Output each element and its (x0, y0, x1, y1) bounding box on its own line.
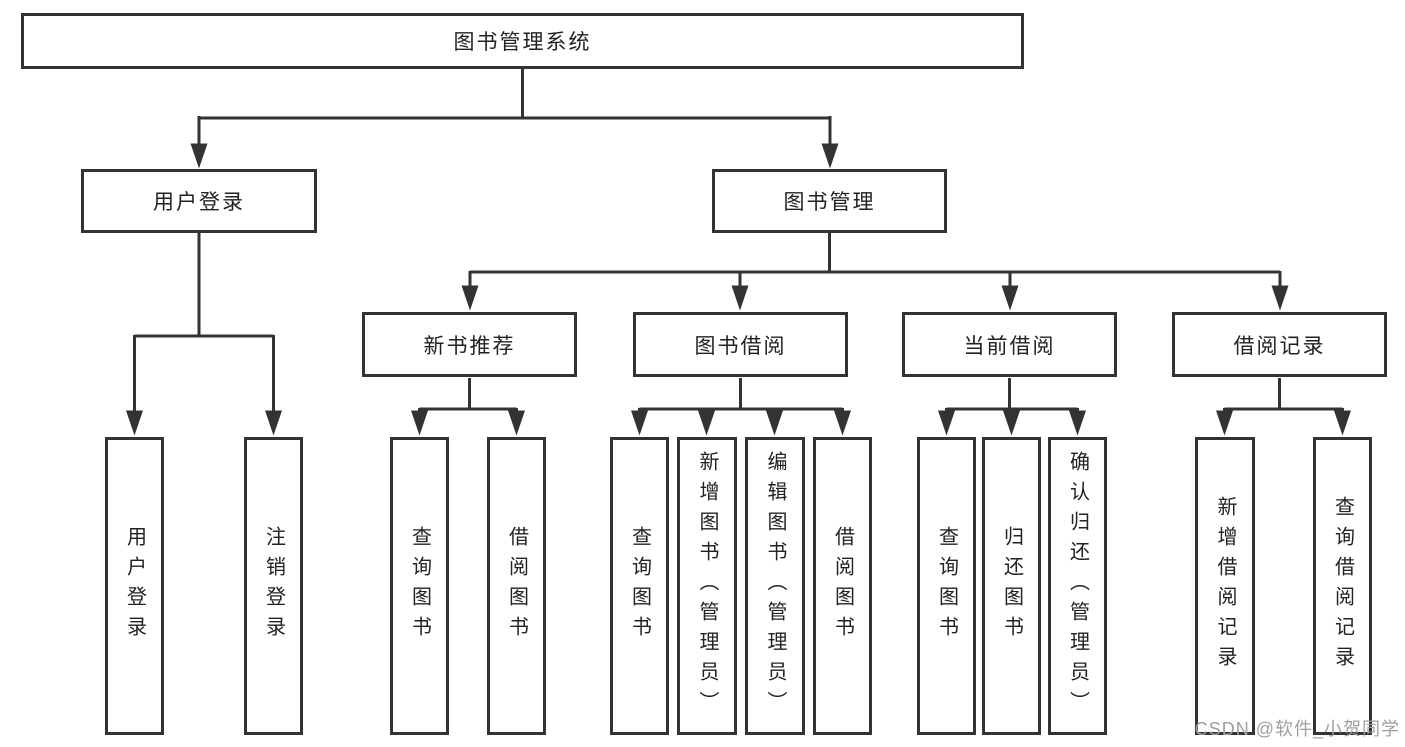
node-current-confirm-return: 确认归还（管理员） (1048, 437, 1107, 735)
node-current-borrow: 当前借阅 (902, 312, 1117, 377)
node-book-management-system: 图书管理系统 (21, 13, 1024, 69)
node-label: 用户登录 (153, 191, 245, 214)
node-label: 新增借阅记录 (1214, 496, 1236, 676)
node-label: 图书借阅 (694, 334, 787, 358)
node-label: 图书管理系统 (453, 31, 592, 54)
node-borrow-records: 借阅记录 (1172, 312, 1387, 377)
node-recommend-borrow-books: 借阅图书 (487, 437, 546, 735)
node-label: 注销登录 (262, 526, 285, 646)
node-label: 编辑图书（管理员） (764, 451, 786, 721)
node-user-login: 用户登录 (81, 169, 317, 233)
node-label: 查询图书 (935, 526, 958, 646)
node-label: 图书管理 (783, 191, 876, 214)
node-label: 归还图书 (1000, 526, 1023, 646)
node-label: 借阅图书 (831, 526, 854, 646)
node-records-query-record: 查询借阅记录 (1313, 437, 1372, 735)
watermark: CSDN @软件_小贺同学 (1194, 719, 1400, 739)
node-label: 新增图书（管理员） (696, 451, 718, 721)
node-book-management: 图书管理 (712, 169, 947, 233)
node-label: 查询借阅记录 (1331, 496, 1354, 676)
node-new-book-recommend: 新书推荐 (362, 312, 577, 377)
node-records-add-record: 新增借阅记录 (1195, 437, 1255, 735)
node-current-return-books: 归还图书 (982, 437, 1041, 735)
node-borrow-edit-books: 编辑图书（管理员） (745, 437, 805, 735)
node-label: 借阅图书 (505, 526, 528, 646)
node-label: 用户登录 (123, 526, 146, 646)
node-logout-login: 注销登录 (244, 437, 303, 735)
node-label: 当前借阅 (963, 334, 1056, 358)
node-borrow-borrow-books: 借阅图书 (813, 437, 872, 735)
node-book-borrow: 图书借阅 (633, 312, 848, 377)
node-label: 借阅记录 (1233, 334, 1326, 358)
node-label: 查询图书 (628, 526, 651, 646)
node-current-query-books: 查询图书 (917, 437, 976, 735)
node-borrow-query-books: 查询图书 (610, 437, 669, 735)
node-user-login-leaf: 用户登录 (105, 437, 164, 735)
node-label: 新书推荐 (423, 334, 516, 358)
node-label: 确认归还（管理员） (1066, 451, 1089, 721)
node-label: 查询图书 (408, 526, 431, 646)
node-borrow-add-books: 新增图书（管理员） (677, 437, 737, 735)
arrowheads (126, 143, 1351, 436)
node-recommend-query-books: 查询图书 (390, 437, 449, 735)
